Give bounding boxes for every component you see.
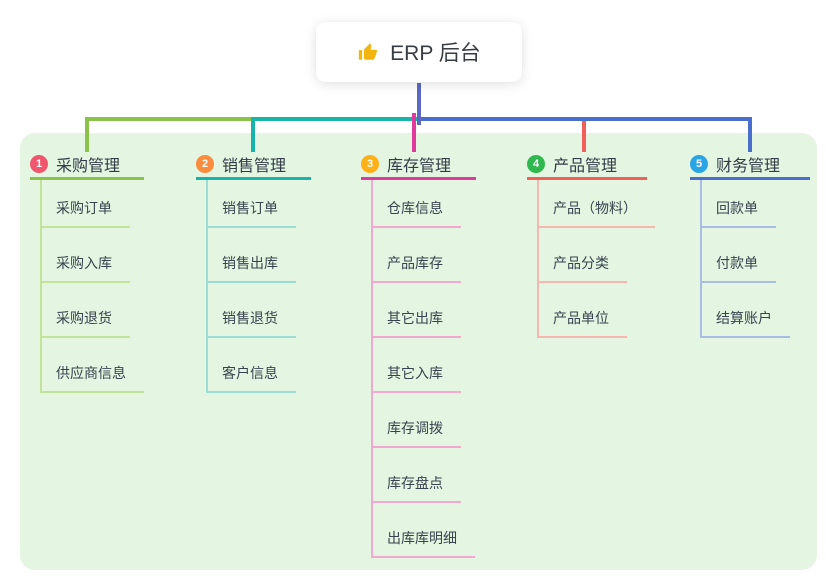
mindmap-child-node[interactable]: 采购入库: [42, 228, 130, 283]
branch-children: 产品（物料）产品分类产品单位: [537, 180, 655, 338]
root-label: ERP 后台: [390, 42, 481, 65]
branch-5: 5 财务管理 回款单付款单结算账户: [690, 150, 810, 338]
mindmap-child-node[interactable]: 其它入库: [373, 338, 461, 393]
branch-1: 1 采购管理 采购订单采购入库采购退货供应商信息: [30, 150, 144, 393]
thumbs-up-icon: [357, 41, 379, 63]
branch-children: 销售订单销售出库销售退货客户信息: [206, 180, 296, 393]
branch-label: 财务管理: [716, 157, 781, 175]
branch-label: 销售管理: [222, 157, 287, 175]
mindmap-child-node[interactable]: 产品分类: [539, 228, 627, 283]
branches-panel: [20, 133, 817, 570]
branch-children: 仓库信息产品库存其它出库其它入库库存调拨库存盘点出库库明细: [371, 180, 475, 558]
mindmap-child-node[interactable]: 客户信息: [208, 338, 296, 393]
branch-header[interactable]: 3 库存管理: [361, 150, 476, 180]
mindmap-child-node[interactable]: 库存调拨: [373, 393, 461, 448]
mindmap-child-node[interactable]: 产品库存: [373, 228, 461, 283]
branch-children: 采购订单采购入库采购退货供应商信息: [40, 180, 144, 393]
branch-header[interactable]: 4 产品管理: [527, 150, 647, 180]
mindmap-child-node[interactable]: 库存盘点: [373, 448, 461, 503]
mindmap-child-node[interactable]: 产品（物料）: [539, 180, 655, 228]
mindmap-child-node[interactable]: 销售出库: [208, 228, 296, 283]
mindmap-child-node[interactable]: 结算账户: [702, 283, 790, 338]
branch-header[interactable]: 1 采购管理: [30, 150, 144, 180]
mindmap-child-node[interactable]: 产品单位: [539, 283, 627, 338]
root-node[interactable]: ERP 后台: [316, 22, 522, 82]
mindmap-child-node[interactable]: 其它出库: [373, 283, 461, 338]
branch-number-badge: 5: [690, 154, 708, 173]
mindmap-child-node[interactable]: 供应商信息: [42, 338, 144, 393]
mindmap-child-node[interactable]: 销售订单: [208, 180, 296, 228]
branch-3: 3 库存管理 仓库信息产品库存其它出库其它入库库存调拨库存盘点出库库明细: [361, 150, 476, 558]
branch-number-badge: 4: [527, 154, 545, 173]
branch-header[interactable]: 2 销售管理: [196, 150, 311, 180]
branch-label: 产品管理: [553, 157, 618, 175]
mindmap-child-node[interactable]: 付款单: [702, 228, 776, 283]
branch-label: 采购管理: [56, 157, 121, 175]
mindmap-child-node[interactable]: 出库库明细: [373, 503, 475, 558]
branch-header[interactable]: 5 财务管理: [690, 150, 810, 180]
mindmap-child-node[interactable]: 采购订单: [42, 180, 130, 228]
mindmap-child-node[interactable]: 销售退货: [208, 283, 296, 338]
mindmap-child-node[interactable]: 采购退货: [42, 283, 130, 338]
branch-number-badge: 3: [361, 154, 379, 173]
branch-label: 库存管理: [387, 157, 452, 175]
branch-4: 4 产品管理 产品（物料）产品分类产品单位: [527, 150, 655, 338]
mindmap-child-node[interactable]: 回款单: [702, 180, 776, 228]
branch-children: 回款单付款单结算账户: [700, 180, 790, 338]
branch-number-badge: 1: [30, 154, 48, 173]
mindmap-child-node[interactable]: 仓库信息: [373, 180, 461, 228]
branch-number-badge: 2: [196, 154, 214, 173]
branch-2: 2 销售管理 销售订单销售出库销售退货客户信息: [196, 150, 311, 393]
